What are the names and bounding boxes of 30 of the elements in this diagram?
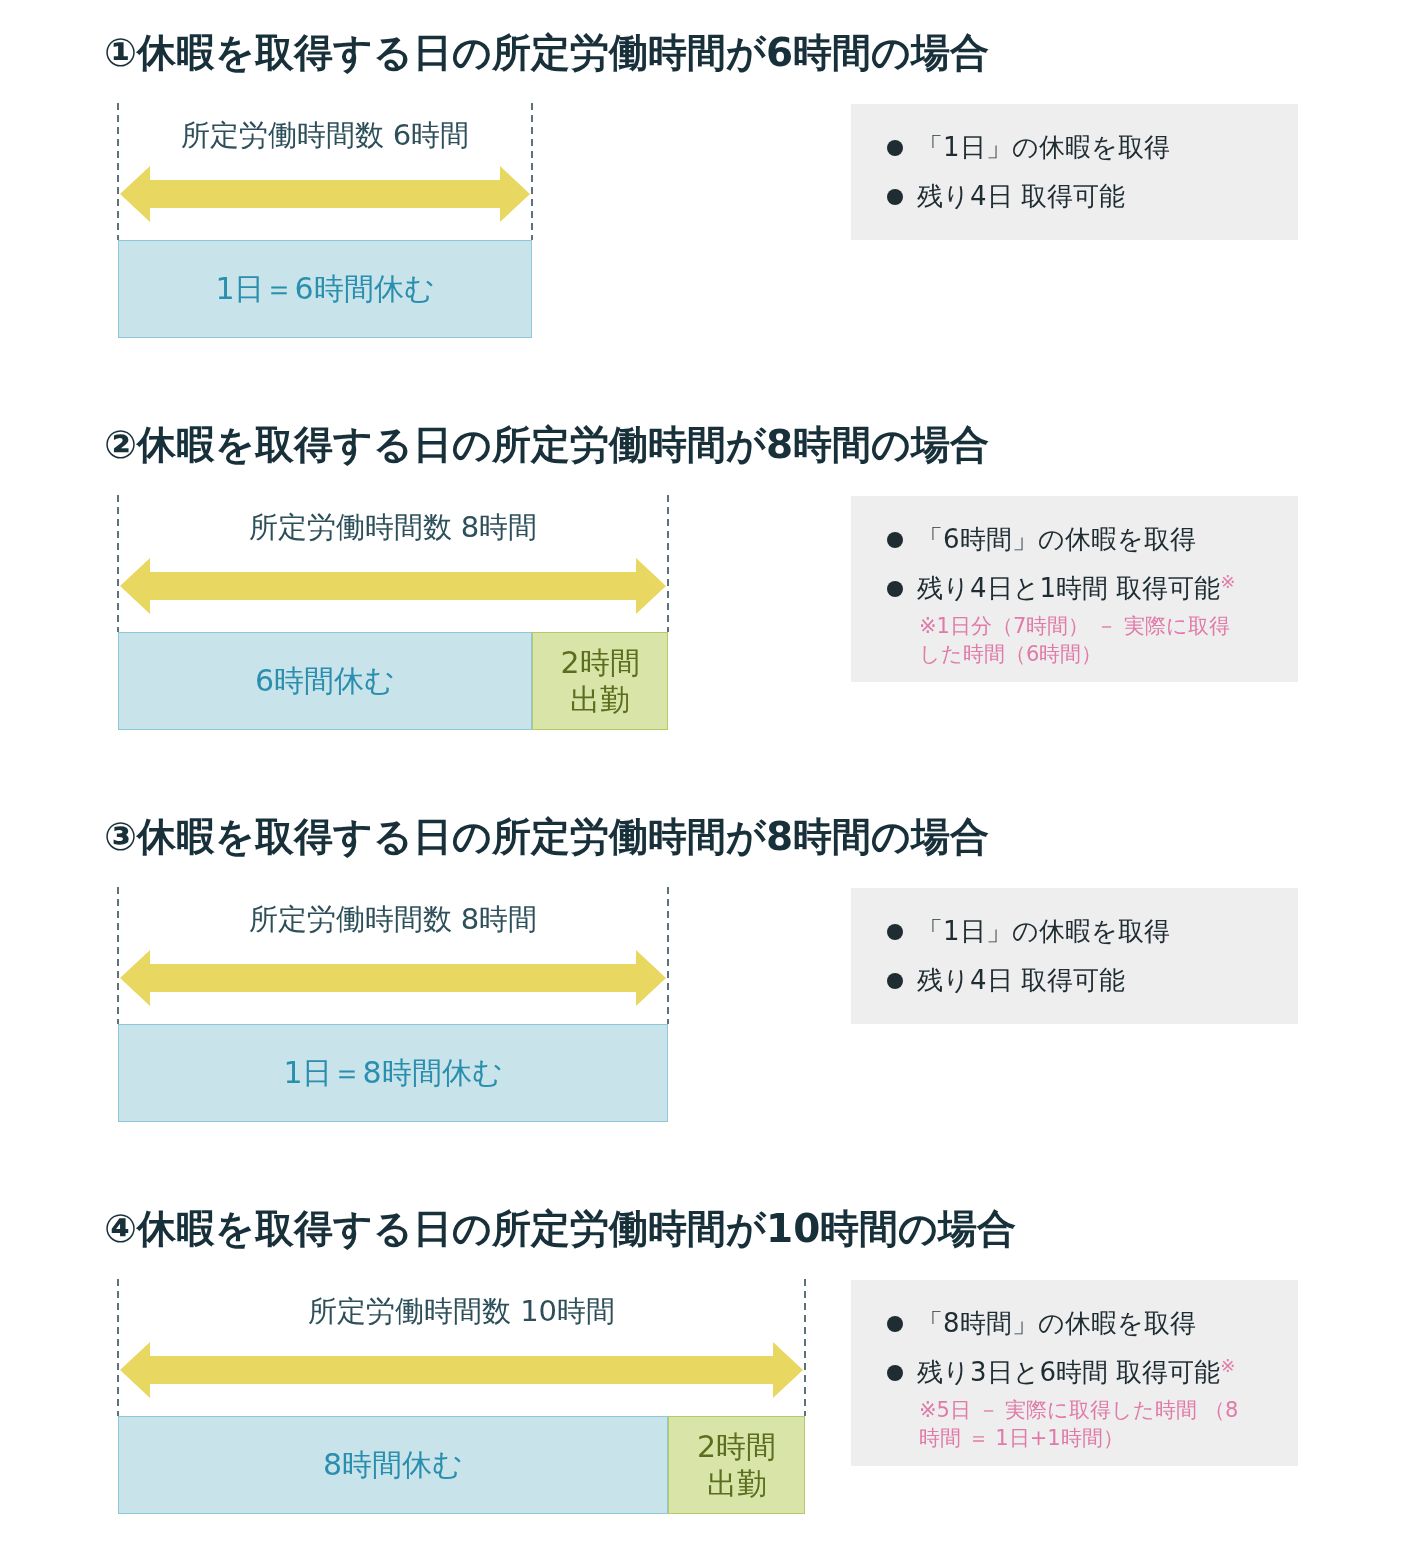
bar-segment: 8時間休む [118,1416,668,1514]
section-heading: ④休暇を取得する日の所定労働時間が10時間の場合 [104,1205,1017,1253]
note-text: 残り4日 取得可能 [917,964,1125,997]
bar-segment: 2時間出勤 [532,632,668,730]
bar-segment: 2時間出勤 [668,1416,805,1514]
dimension-label: 所定労働時間数 10時間 [306,1293,617,1330]
footnote-text: ※5日 － 実際に取得した時間 （8時間 ＝ 1日+1時間） [919,1397,1240,1453]
note-text: 「1日」の休暇を取得 [917,915,1170,948]
dimension-label: 所定労働時間数 8時間 [247,509,539,546]
note-box [851,104,1298,240]
section-heading: ②休暇を取得する日の所定労働時間が8時間の場合 [104,421,990,469]
footnote-mark: ※ [1220,571,1236,592]
note-text: 残り4日と1時間 取得可能 [917,572,1221,605]
note-text: 「6時間」の休暇を取得 [917,523,1196,556]
bar-segment: 1日＝6時間休む [118,240,532,338]
bar-segment: 6時間休む [118,632,532,730]
note-text: 残り3日と6時間 取得可能 [917,1356,1221,1389]
footnote-text: ※1日分（7時間） － 実際に取得した時間（6時間） [919,613,1231,669]
note-box [851,888,1298,1024]
bar-segment: 1日＝8時間休む [118,1024,668,1122]
note-box [851,1280,1298,1466]
note-box [851,496,1298,682]
note-text: 残り4日 取得可能 [917,180,1125,213]
footnote-mark: ※ [1220,1355,1236,1376]
dimension-label: 所定労働時間数 8時間 [247,901,539,938]
dimension-label: 所定労働時間数 6時間 [179,117,471,154]
section-heading: ③休暇を取得する日の所定労働時間が8時間の場合 [104,813,990,861]
section-heading: ①休暇を取得する日の所定労働時間が6時間の場合 [104,29,990,77]
note-text: 「8時間」の休暇を取得 [917,1307,1196,1340]
note-text: 「1日」の休暇を取得 [917,131,1170,164]
